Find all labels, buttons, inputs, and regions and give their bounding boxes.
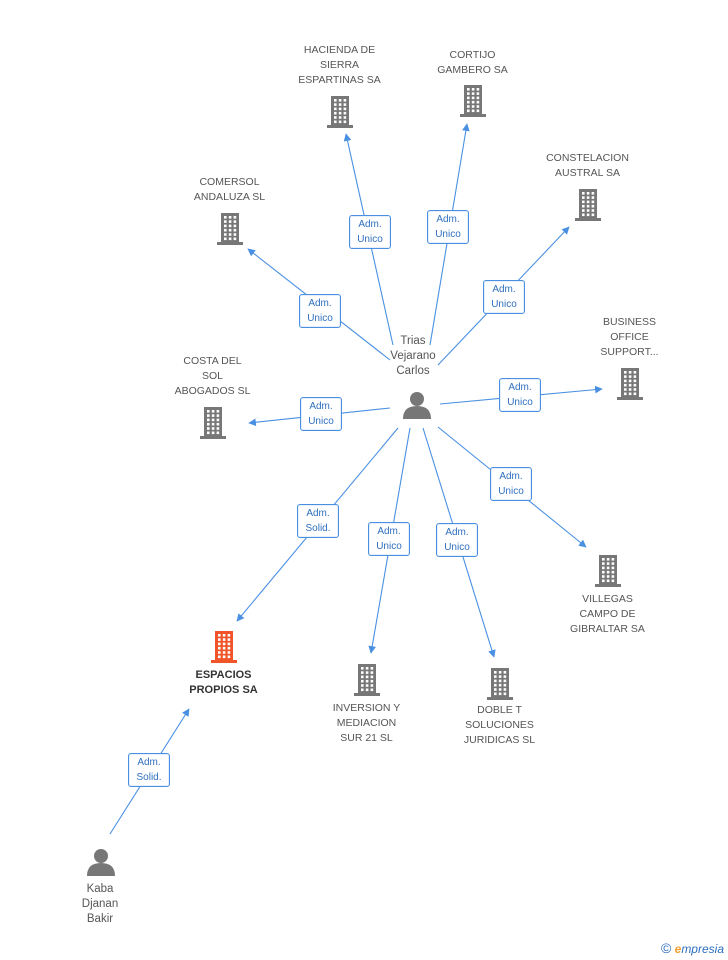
person-icon-trias[interactable] (403, 392, 431, 419)
building-icon-inversion[interactable] (354, 664, 380, 696)
building-icon-cortijo[interactable] (460, 85, 486, 117)
company-label-constelacion[interactable]: CONSTELACION AUSTRAL SA (546, 152, 629, 179)
building-icon-doble[interactable] (487, 668, 513, 700)
company-label-cortijo[interactable]: CORTIJO GAMBERO SA (437, 49, 508, 76)
footer-brand: © empresia (661, 940, 724, 956)
company-label-inversion[interactable]: INVERSION Y MEDIACION SUR 21 SL (332, 702, 401, 744)
company-label-comersol[interactable]: COMERSOL ANDALUZA SL (193, 176, 266, 203)
person-label-trias[interactable]: Trias Vejarano Carlos (390, 335, 436, 377)
edge-label-trias-constelacion: Adm. Unico (483, 280, 525, 314)
edge-label-trias-inversion: Adm. Unico (368, 522, 410, 556)
edge-label-trias-costa: Adm. Unico (300, 397, 342, 431)
building-icon-constelacion[interactable] (575, 189, 601, 221)
person-icon-kaba[interactable] (87, 849, 115, 876)
edge-label-trias-doble: Adm. Unico (436, 523, 478, 557)
edge-label-trias-espacios: Adm. Solid. (297, 504, 339, 538)
edge-label-trias-cortijo: Adm. Unico (427, 210, 469, 244)
building-icon-business[interactable] (617, 368, 643, 400)
company-label-espacios[interactable]: ESPACIOS PROPIOS SA (189, 669, 258, 696)
edge-label-trias-comersol: Adm. Unico (299, 294, 341, 328)
edge-label-trias-villegas: Adm. Unico (490, 467, 532, 501)
copyright-symbol: © (660, 940, 672, 956)
company-label-villegas[interactable]: VILLEGAS CAMPO DE GIBRALTAR SA (570, 593, 645, 635)
edge-label-trias-business: Adm. Unico (499, 378, 541, 412)
company-label-hacienda[interactable]: HACIENDA DE SIERRA ESPARTINAS SA (298, 44, 381, 86)
edge-label-kaba-espacios: Adm. Solid. (128, 753, 170, 787)
company-label-costa[interactable]: COSTA DEL SOL ABOGADOS SL (174, 355, 251, 397)
brand-logo-text: mpresia (681, 942, 724, 956)
brand-logo-e: e (674, 942, 682, 956)
building-icon-costa[interactable] (200, 407, 226, 439)
building-icon-villegas[interactable] (595, 555, 621, 587)
company-label-doble[interactable]: DOBLE T SOLUCIONES JURIDICAS SL (463, 704, 536, 746)
company-label-business[interactable]: BUSINESS OFFICE SUPPORT... (600, 316, 659, 358)
building-icon-comersol[interactable] (217, 213, 243, 245)
building-icon-hacienda[interactable] (327, 96, 353, 128)
edge-label-trias-hacienda: Adm. Unico (349, 215, 391, 249)
building-icon-espacios[interactable] (211, 631, 237, 663)
person-label-kaba[interactable]: Kaba Djanan Bakir (81, 883, 119, 925)
